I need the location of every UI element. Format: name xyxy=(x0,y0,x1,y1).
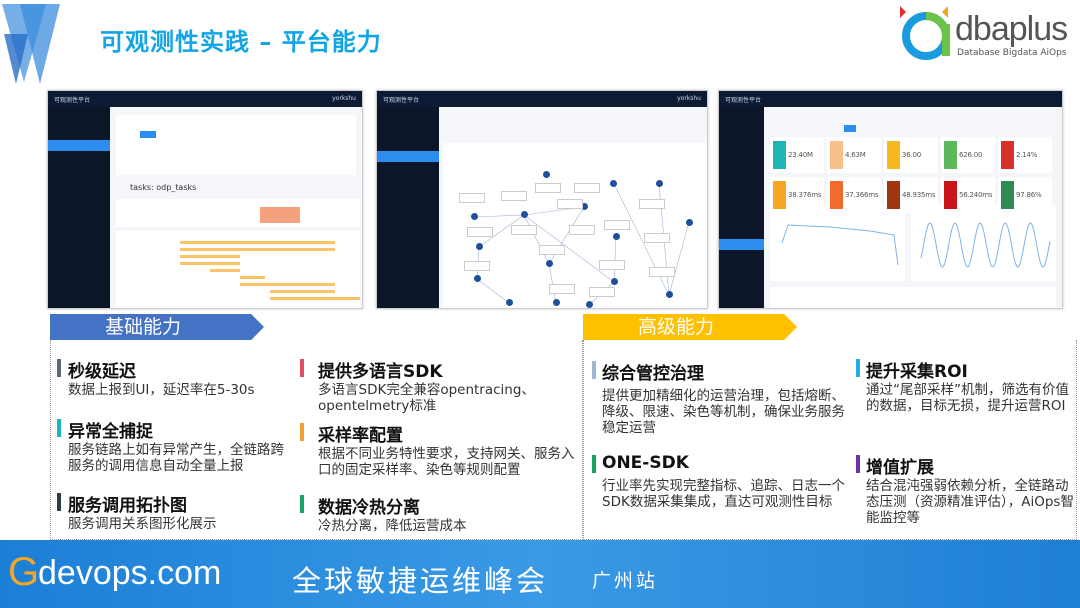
basic-capability-banner: 基础能力 xyxy=(50,314,264,340)
metric-value: 4.63M xyxy=(845,151,866,159)
accent-bar xyxy=(57,493,61,511)
metric-card: 626.00 xyxy=(941,137,995,173)
screenshot-dashboard: 可观测性平台 23.40M 4.63M 36.00 626.00 2.14% 38.376… xyxy=(718,90,1063,309)
app-main xyxy=(439,107,707,308)
logo-subtitle: Database Bigdata AiOps xyxy=(957,48,1067,58)
metric-value: 2.14% xyxy=(1016,151,1038,159)
app-topbar: 可观测性平台 yorkshu xyxy=(48,91,362,107)
capability-title: ONE-SDK xyxy=(602,453,689,473)
capability-title: 采样率配置 xyxy=(318,426,403,446)
metric-icon xyxy=(944,181,957,209)
capability-desc: 提供更加精细化的运营治理，包括熔断、降级、限速、染色等机制，确保业务服务稳定运营 xyxy=(602,388,845,436)
metric-card: 2.14% xyxy=(998,137,1052,173)
capability-desc: 根据不同业务特性要求，支持网关、服务入口的固定采样率、染色等规则配置 xyxy=(318,446,575,478)
metric-value: 626.00 xyxy=(959,151,983,159)
capability-title: 提升采集ROI xyxy=(866,362,968,382)
metric-value: 37.366ms xyxy=(845,191,879,199)
metric-card: 56.240ms xyxy=(941,177,995,213)
capability-desc: 结合混沌强弱依赖分析，全链路动态压测（资源精准评估），AiOps智能监控等 xyxy=(866,478,1074,526)
advanced-capability-banner: 高级能力 xyxy=(583,314,797,340)
app-title: 可观测性平台 xyxy=(725,97,762,104)
screenshot-topology: 可观测性平台 yorkshu xyxy=(376,90,708,309)
accent-bar xyxy=(856,359,860,377)
metric-card: 4.63M xyxy=(827,137,881,173)
app-sidebar xyxy=(48,107,110,308)
capability-desc: 冷热分离，降低运营成本 xyxy=(318,518,467,534)
metric-card: 38.376ms xyxy=(770,177,824,213)
capability-desc: 通过“尾部采样”机制，筛选有价值的数据，目标无损，提升运营ROI xyxy=(866,382,1069,414)
app-topbar: 可观测性平台 xyxy=(719,91,1062,107)
accent-bar xyxy=(592,455,596,473)
brand-name: devops.com xyxy=(38,554,222,592)
event-name: 全球敏捷运维峰会 xyxy=(292,564,549,598)
capability-desc: 服务链路上如有异常产生，全链路跨服务的调用信息自动全量上报 xyxy=(68,442,284,474)
page-title: 可观测性实践 – 平台能力 xyxy=(100,28,382,56)
metric-value: 36.00 xyxy=(902,151,922,159)
app-topbar: 可观测性平台 yorkshu xyxy=(377,91,707,107)
app-sidebar xyxy=(377,107,439,308)
metric-icon xyxy=(1001,141,1014,169)
metric-card: 97.86% xyxy=(998,177,1052,213)
metric-icon xyxy=(887,181,900,209)
span-chart-panel xyxy=(911,205,1056,281)
capability-desc: 多语言SDK完全兼容opentracing、opentelmetry标准 xyxy=(318,382,535,414)
metric-icon xyxy=(773,141,786,169)
capability-title: 增值扩展 xyxy=(866,458,934,478)
accent-bar xyxy=(856,455,860,473)
event-city: 广州站 xyxy=(592,570,659,592)
footer-banner: G devops.com 全球敏捷运维峰会 广州站 xyxy=(0,540,1080,608)
user-name: yorkshu xyxy=(677,95,701,102)
capability-title: 服务调用拓扑图 xyxy=(68,496,187,516)
basic-capability-box xyxy=(50,340,583,540)
metric-value: 56.240ms xyxy=(959,191,993,199)
trace-title: tasks: odp_tasks xyxy=(130,183,197,192)
metric-card: 48.935ms xyxy=(884,177,938,213)
accent-bar xyxy=(57,359,61,377)
metric-value: 38.376ms xyxy=(788,191,822,199)
trace-chart-panel xyxy=(770,205,905,281)
capability-desc: 行业率先实现完整指标、追踪、日志一个SDK数据采集集成，直达可观测性目标 xyxy=(602,478,845,510)
metric-icon xyxy=(830,141,843,169)
accent-bar xyxy=(592,361,596,379)
metric-card: 23.40M xyxy=(770,137,824,173)
app-main: tasks: odp_tasks xyxy=(110,107,362,308)
capability-desc: 数据上报到UI，延迟率在5-30s xyxy=(68,382,255,398)
metric-value: 48.935ms xyxy=(902,191,936,199)
metric-value: 23.40M xyxy=(788,151,813,159)
capability-desc: 服务调用关系图形化展示 xyxy=(68,516,217,532)
app-main: 23.40M 4.63M 36.00 626.00 2.14% 38.376ms 37.36… xyxy=(764,107,1062,308)
user-name: yorkshu xyxy=(332,95,356,102)
capability-title: 异常全捕捉 xyxy=(68,422,153,442)
app-title: 可观测性平台 xyxy=(383,97,420,104)
metric-icon xyxy=(944,141,957,169)
metric-icon xyxy=(830,181,843,209)
dbaplus-logo xyxy=(896,4,956,62)
capability-title: 综合管控治理 xyxy=(602,364,704,384)
capability-title: 秒级延迟 xyxy=(68,362,136,382)
app-sidebar xyxy=(719,107,764,308)
capability-title: 提供多语言SDK xyxy=(318,362,443,382)
app-title: 可观测性平台 xyxy=(54,97,91,104)
metric-card: 36.00 xyxy=(884,137,938,173)
metric-value: 97.86% xyxy=(1016,191,1042,199)
capability-title: 数据冷热分离 xyxy=(318,498,420,518)
accent-bar xyxy=(300,359,304,377)
accent-bar xyxy=(57,419,61,437)
metric-icon xyxy=(1001,181,1014,209)
accent-bar xyxy=(300,495,304,513)
logo-icon xyxy=(900,6,950,60)
brand-g: G xyxy=(8,550,40,594)
decor-triangle xyxy=(4,34,28,84)
logo-text: dbaplus xyxy=(955,10,1068,48)
metric-icon xyxy=(887,141,900,169)
metric-icon xyxy=(773,181,786,209)
accent-bar xyxy=(300,423,304,441)
metric-card: 37.366ms xyxy=(827,177,881,213)
advanced-capability-box xyxy=(583,340,1077,540)
screenshot-trace-detail: 可观测性平台 yorkshu tasks: odp_tasks xyxy=(47,90,363,309)
